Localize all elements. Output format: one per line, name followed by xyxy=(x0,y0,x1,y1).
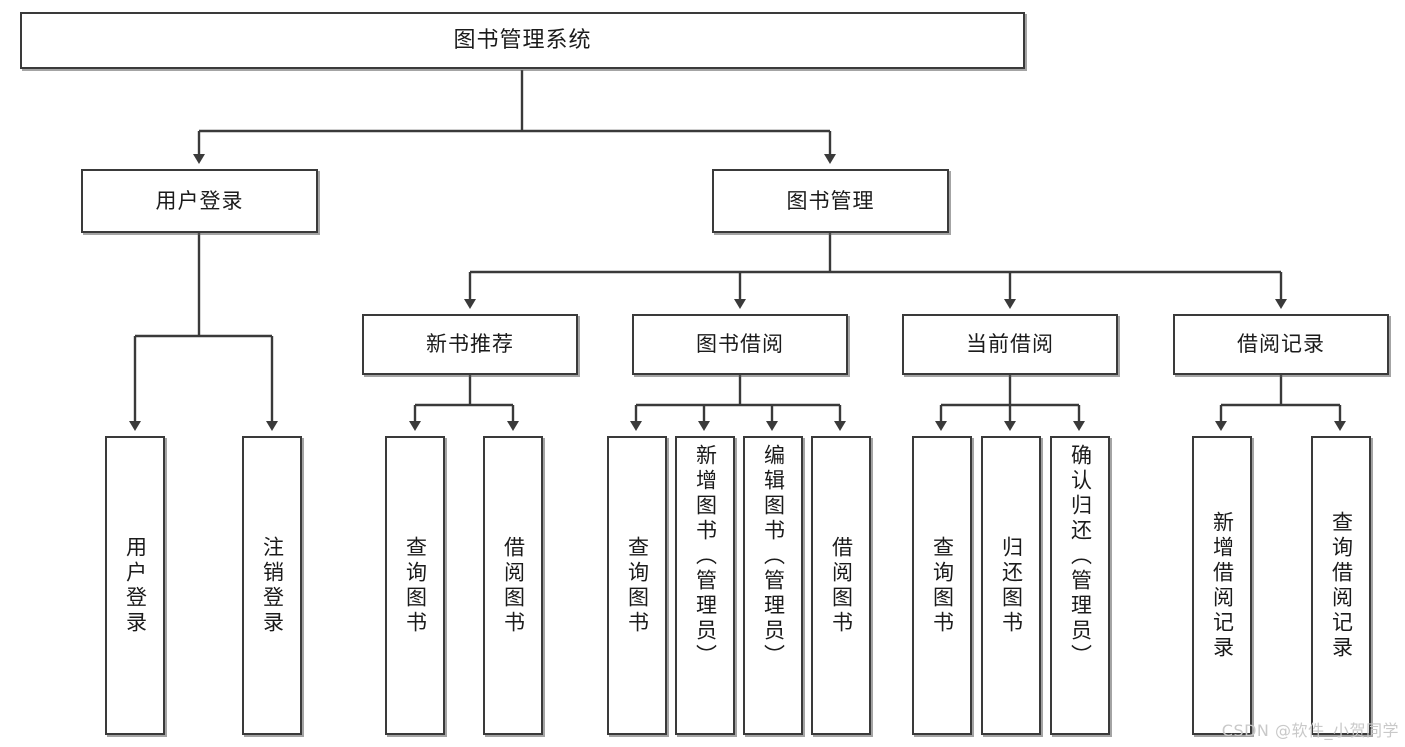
node-book-management[interactable]: 图书管理 xyxy=(712,169,949,233)
node-label: 新书推荐 xyxy=(426,332,514,357)
node-label: 图书管理系统 xyxy=(453,27,592,53)
node-label: 用户登录 xyxy=(123,535,148,636)
leaf-return-book[interactable]: 归还图书 xyxy=(981,436,1041,735)
node-label: 确认归还（管理员） xyxy=(1068,444,1093,669)
node-label: 注销登录 xyxy=(260,535,285,636)
leaf-logout-login[interactable]: 注销登录 xyxy=(242,436,302,735)
node-root-system[interactable]: 图书管理系统 xyxy=(20,12,1025,69)
node-label: 图书借阅 xyxy=(696,332,784,357)
leaf-query-book-current[interactable]: 查询图书 xyxy=(912,436,972,735)
leaf-query-borrow-record[interactable]: 查询借阅记录 xyxy=(1311,436,1371,735)
node-label: 借阅图书 xyxy=(829,535,854,636)
leaf-user-login[interactable]: 用户登录 xyxy=(105,436,165,735)
node-label: 查询借阅记录 xyxy=(1329,510,1354,661)
node-current-borrow[interactable]: 当前借阅 xyxy=(902,314,1118,375)
node-label: 查询图书 xyxy=(403,535,428,636)
leaf-add-borrow-record[interactable]: 新增借阅记录 xyxy=(1192,436,1252,735)
leaf-confirm-return[interactable]: 确认归还（管理员） xyxy=(1050,436,1110,735)
node-label: 查询图书 xyxy=(930,535,955,636)
node-label: 借阅图书 xyxy=(501,535,526,636)
leaf-edit-book[interactable]: 编辑图书（管理员） xyxy=(743,436,803,735)
leaf-add-book[interactable]: 新增图书（管理员） xyxy=(675,436,735,735)
node-label: 编辑图书（管理员） xyxy=(761,444,786,669)
node-label: 当前借阅 xyxy=(966,332,1054,357)
leaf-borrow-book[interactable]: 借阅图书 xyxy=(811,436,871,735)
node-label: 查询图书 xyxy=(625,535,650,636)
node-label: 新增图书（管理员） xyxy=(693,444,718,669)
node-label: 归还图书 xyxy=(999,535,1024,636)
watermark-text: CSDN @软件_小贺同学 xyxy=(1221,721,1399,740)
leaf-query-book-borrow[interactable]: 查询图书 xyxy=(607,436,667,735)
node-user-login[interactable]: 用户登录 xyxy=(81,169,318,233)
node-borrow-record[interactable]: 借阅记录 xyxy=(1173,314,1389,375)
node-label: 图书管理 xyxy=(786,188,875,213)
node-book-borrow[interactable]: 图书借阅 xyxy=(632,314,848,375)
node-new-book-recommend[interactable]: 新书推荐 xyxy=(362,314,578,375)
node-label: 用户登录 xyxy=(155,188,244,213)
leaf-query-book-recommend[interactable]: 查询图书 xyxy=(385,436,445,735)
node-label: 借阅记录 xyxy=(1237,332,1325,357)
node-label: 新增借阅记录 xyxy=(1210,510,1235,661)
leaf-borrow-book-recommend[interactable]: 借阅图书 xyxy=(483,436,543,735)
